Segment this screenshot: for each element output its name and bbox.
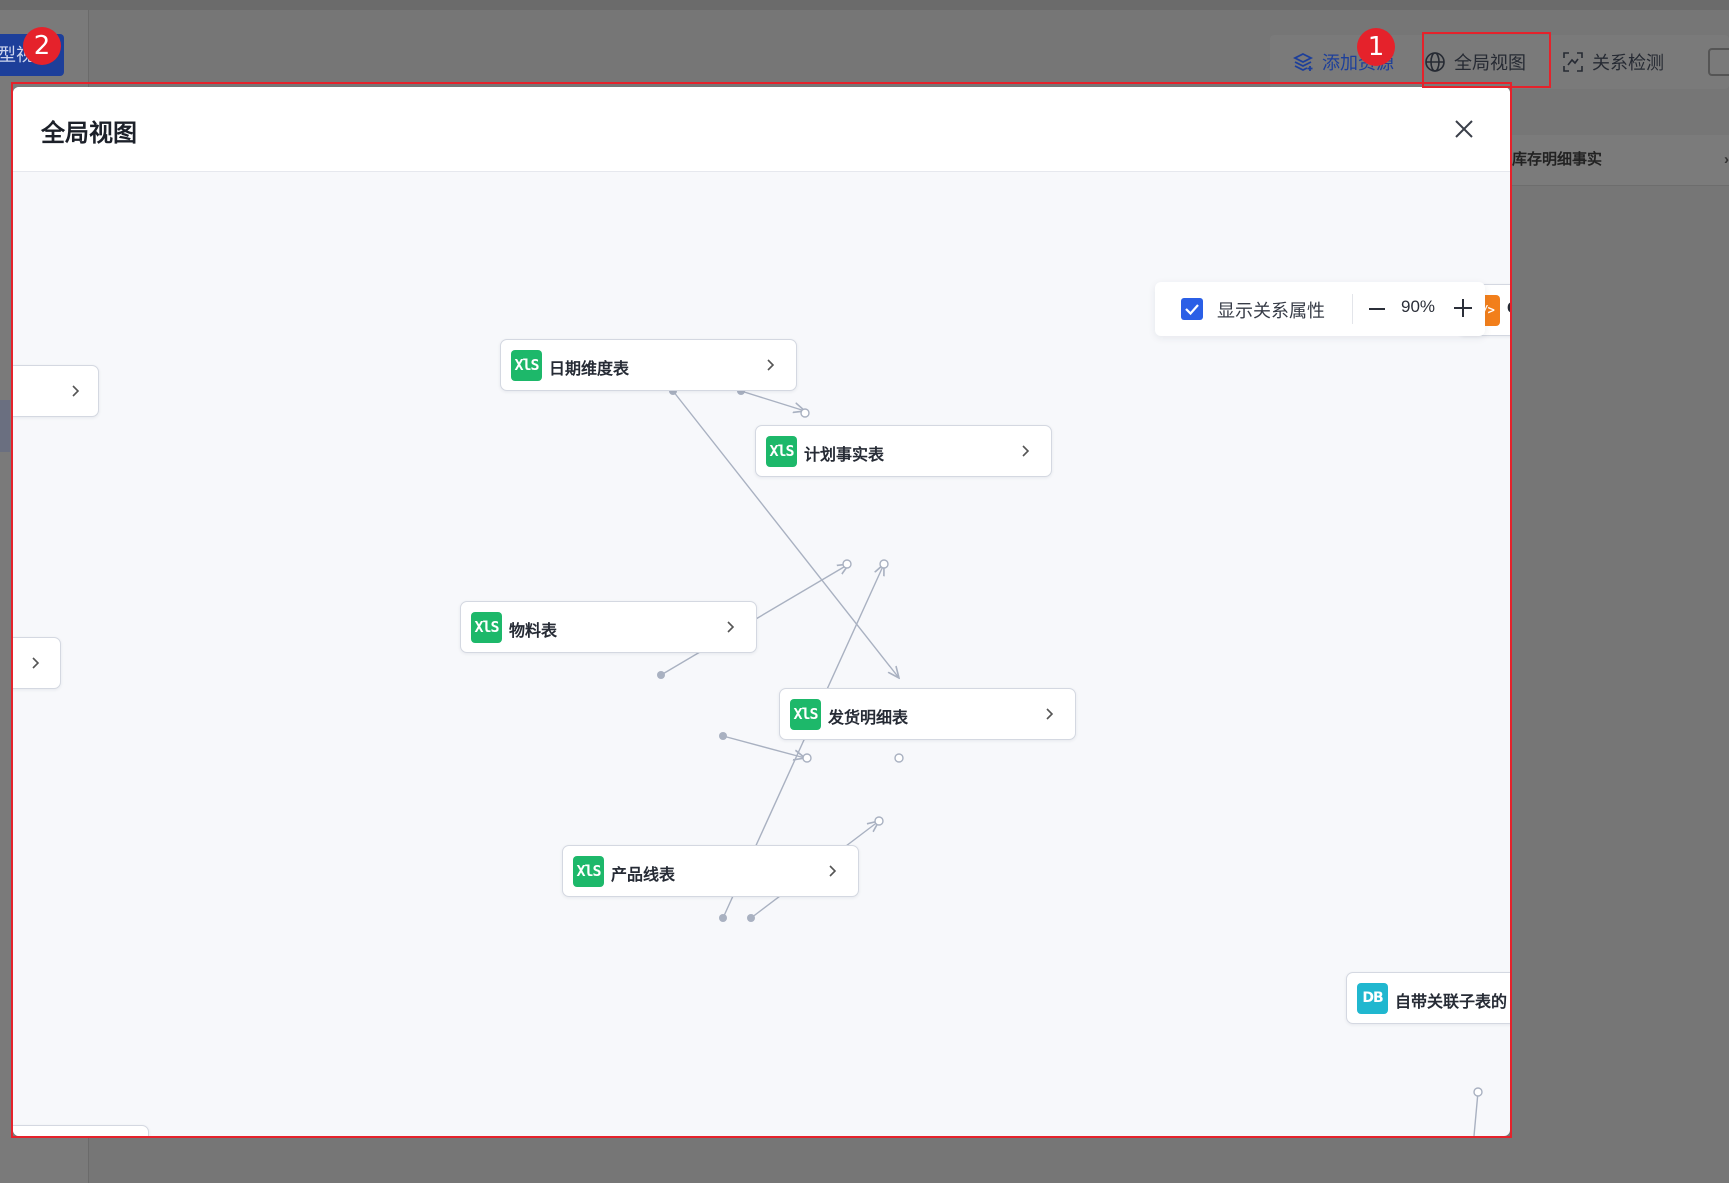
database-icon: DB xyxy=(1357,983,1388,1014)
xls-icon: XlS xyxy=(573,856,604,887)
node-partial-left-1[interactable] xyxy=(13,365,99,417)
xls-icon: XlS xyxy=(471,612,502,643)
node-self-relation-db[interactable]: DB 自带关联子表的 xyxy=(1346,972,1510,1024)
scan-icon xyxy=(1563,52,1583,72)
breadcrumb-label: 库存明细事实 xyxy=(1512,151,1603,168)
show-relation-attrs-checkbox[interactable] xyxy=(1181,298,1203,320)
annotation-box-global-view xyxy=(1422,32,1551,88)
node-partial-left-2[interactable] xyxy=(13,637,61,689)
edge-date-shipping xyxy=(672,390,899,678)
zoom-out-icon[interactable] xyxy=(1367,299,1387,319)
node-label: 产品线表 xyxy=(611,867,676,884)
node-shipping-detail[interactable]: XlS 发货明细表 xyxy=(779,688,1076,740)
edge-date-plan xyxy=(740,390,805,411)
view-controls-panel: 显示关系属性 90% xyxy=(1155,282,1485,336)
zoom-in-icon[interactable] xyxy=(1452,297,1474,319)
check-icon xyxy=(1185,304,1199,316)
node-material[interactable]: XlS 物料表 xyxy=(460,601,757,653)
global-view-button[interactable]: 全局视图 xyxy=(1424,46,1526,78)
close-icon[interactable] xyxy=(1450,115,1478,143)
annotation-badge-2: 2 xyxy=(23,27,61,65)
chevron-right-icon xyxy=(72,385,80,397)
xls-icon: XlS xyxy=(511,350,542,381)
layers-add-icon xyxy=(1292,52,1314,72)
edge-self-rel xyxy=(1473,1091,1479,1136)
chevron-right-icon xyxy=(829,865,837,877)
global-view-modal: 全局视图 xyxy=(13,87,1510,1136)
app-top-strip xyxy=(0,0,1729,10)
left-panel-selected-item xyxy=(0,400,10,452)
node-plan-fact[interactable]: XlS 计划事实表 xyxy=(755,425,1052,477)
global-view-label: 全局视图 xyxy=(1454,53,1526,73)
node-label: C xyxy=(1507,300,1510,318)
toolbar-checkbox[interactable] xyxy=(1708,48,1729,76)
relation-check-button[interactable]: 关系检测 xyxy=(1562,46,1664,78)
chevron-right-icon xyxy=(1046,708,1054,720)
modal-header: 全局视图 xyxy=(13,87,1510,172)
chevron-right-icon xyxy=(727,621,735,633)
divider xyxy=(1352,294,1353,324)
node-partial-left-3[interactable] xyxy=(13,1125,149,1136)
xls-icon: XlS xyxy=(790,699,821,730)
chevron-right-icon: › xyxy=(1724,151,1729,168)
show-relation-attrs-label: 显示关系属性 xyxy=(1217,301,1325,321)
chevron-right-icon xyxy=(1022,445,1030,457)
node-label: 发货明细表 xyxy=(828,710,909,727)
top-toolbar xyxy=(1270,35,1729,89)
annotation-badge-1: 1 xyxy=(1357,28,1395,66)
relation-check-label: 关系检测 xyxy=(1592,53,1664,73)
node-label: 日期维度表 xyxy=(549,361,630,378)
node-product-line[interactable]: XlS 产品线表 xyxy=(562,845,859,897)
xls-icon: XlS xyxy=(766,436,797,467)
node-date-dimension[interactable]: XlS 日期维度表 xyxy=(500,339,797,391)
chevron-right-icon xyxy=(767,359,775,371)
modal-title: 全局视图 xyxy=(41,120,137,147)
annotation-box-modal xyxy=(11,82,1512,1138)
edge-material-shipping xyxy=(722,735,805,758)
node-label: 自带关联子表的 xyxy=(1395,994,1508,1011)
globe-icon xyxy=(1425,52,1445,72)
node-label: 物料表 xyxy=(509,623,558,640)
breadcrumb[interactable]: 库存明细事实 › xyxy=(1500,135,1729,186)
node-label: 计划事实表 xyxy=(804,447,885,464)
graph-canvas[interactable]: XlS 日期维度表 XlS 计划事实表 XlS 物料表 XlS 发货明细表 Xl… xyxy=(13,172,1510,1136)
zoom-value: 90% xyxy=(1401,297,1436,316)
chevron-right-icon xyxy=(32,657,40,669)
